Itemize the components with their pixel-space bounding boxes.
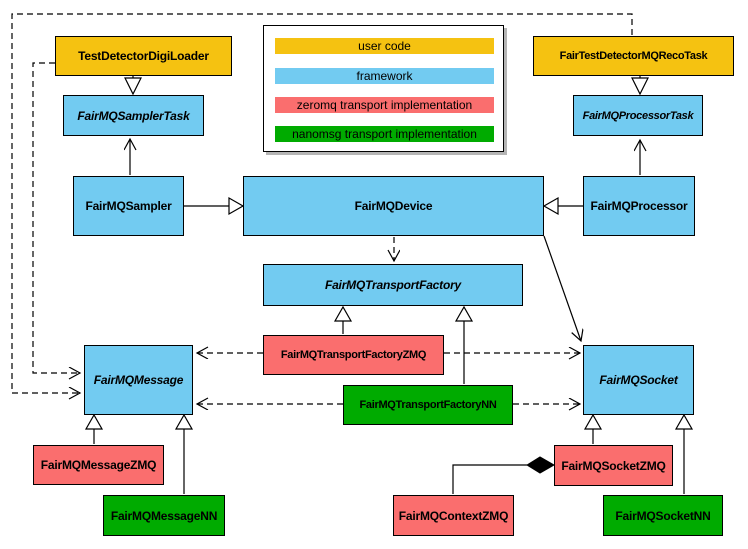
composition-diamond-contextzmq-socketzmq [452,456,556,494]
node-fairmq-message-zmq: FairMQMessageZMQ [33,445,164,485]
inheritance-arrow-processor-device [542,196,583,216]
inheritance-arrow-sampler-device [184,196,245,216]
inheritance-arrow-tfnn-transportfactory [454,305,474,384]
node-fairmq-message: FairMQMessage [84,345,193,415]
node-fairmq-processor-task: FairMQProcessorTask [573,95,703,136]
legend: user code framework zeromq transport imp… [263,25,504,152]
legend-item-nanomsg: nanomsg transport implementation [275,126,494,142]
node-fairmq-device: FairMQDevice [243,176,544,236]
node-fairmq-context-zmq: FairMQContextZMQ [393,495,514,536]
legend-item-user-code: user code [275,38,494,54]
node-fairmq-transport-factory: FairMQTransportFactory [263,264,523,306]
legend-item-framework: framework [275,68,494,84]
node-fairmq-transport-factory-zmq: FairMQTransportFactoryZMQ [263,335,444,375]
node-fairmq-sampler: FairMQSampler [73,176,184,236]
node-fair-test-detector-mq-reco-task: FairTestDetectorMQRecoTask [533,36,734,76]
inheritance-arrow-socketzmq-socket [583,413,603,444]
node-fairmq-message-nn: FairMQMessageNN [103,495,225,536]
node-fairmq-transport-factory-nn: FairMQTransportFactoryNN [343,385,513,425]
node-fairmq-socket-nn: FairMQSocketNN [603,495,723,536]
node-fairmq-sampler-task: FairMQSamplerTask [63,95,204,136]
node-fairmq-socket-zmq: FairMQSocketZMQ [554,445,673,486]
node-fairmq-processor: FairMQProcessor [583,176,695,236]
association-arrow-device-socket [543,235,581,341]
inheritance-arrow-messagenn-message [174,413,194,494]
node-test-detector-digi-loader: TestDetectorDigiLoader [55,36,232,76]
inheritance-arrow-tfzmq-transportfactory [333,305,353,334]
node-fairmq-socket: FairMQSocket [583,345,694,415]
inheritance-arrow-socketnn-socket [674,413,694,494]
legend-item-zeromq: zeromq transport implementation [275,97,494,113]
inheritance-arrow-recotask-processortask [631,76,649,96]
inheritance-arrow-digiloader-samplertask [124,76,142,96]
inheritance-arrow-messagezmq-message [84,413,104,444]
